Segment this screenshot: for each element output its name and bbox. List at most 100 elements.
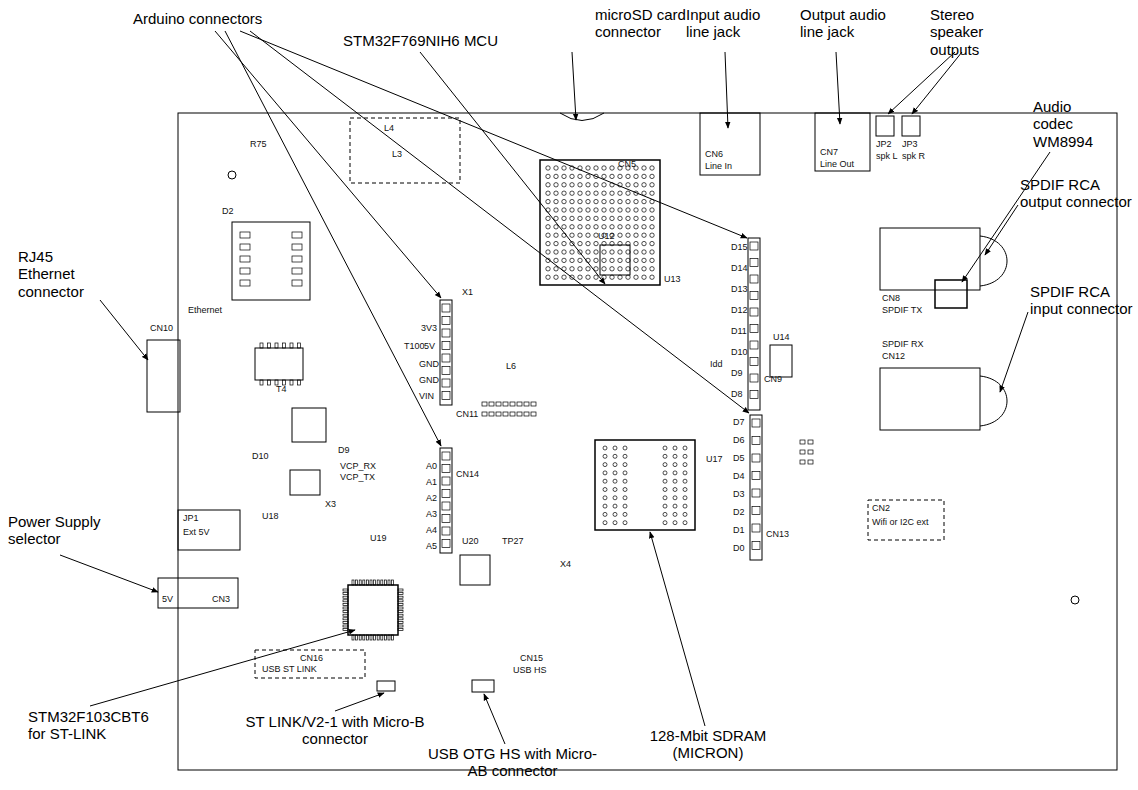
- pad: [384, 580, 386, 585]
- bga-ball: [673, 512, 677, 516]
- silkscreen-label: U18: [262, 512, 279, 522]
- bga-ball: [594, 233, 598, 237]
- silkscreen-label: L3: [392, 150, 402, 160]
- bga-ball: [546, 233, 550, 237]
- bga-ball: [578, 174, 582, 178]
- silkscreen-label: VIN: [419, 392, 434, 402]
- silkscreen-label: A3: [426, 510, 437, 520]
- silkscreen-label: U19: [370, 534, 387, 544]
- bga-ball: [673, 504, 677, 508]
- bga-ball: [562, 275, 566, 279]
- bga-ball: [650, 216, 654, 220]
- silkscreen-label: U12: [598, 232, 615, 242]
- bga-ball: [554, 258, 558, 262]
- bga-ball: [613, 496, 617, 500]
- silkscreen-label: R75: [250, 140, 267, 150]
- pad: [442, 452, 450, 460]
- bga-ball: [578, 275, 582, 279]
- bga-ball: [603, 521, 607, 525]
- silkscreen-label: CN3: [212, 595, 230, 605]
- pad: [800, 450, 805, 454]
- microsd-notch: [560, 113, 604, 121]
- pad: [517, 412, 522, 416]
- silkscreen-label: D10: [731, 348, 748, 358]
- callout-label: Audio codec WM8994: [1033, 98, 1108, 150]
- silkscreen-label: Ethernet: [188, 306, 222, 316]
- pad: [496, 402, 501, 406]
- pad: [517, 402, 522, 406]
- silkscreen-label: A5: [426, 542, 437, 552]
- bga-ball: [663, 488, 667, 492]
- bga-ball: [570, 199, 574, 203]
- leader-line: [420, 52, 605, 284]
- pad: [292, 244, 302, 250]
- silkscreen-label: 3V3: [421, 324, 437, 334]
- pad: [750, 374, 758, 382]
- pad: [343, 593, 348, 595]
- silkscreen-label: CN8: [882, 294, 900, 304]
- bga-ball: [562, 258, 566, 262]
- silkscreen-label: CN16: [300, 654, 323, 664]
- leader-line: [962, 152, 1050, 282]
- bga-ball: [618, 225, 622, 229]
- bga-ball: [626, 208, 630, 212]
- pad: [343, 618, 348, 620]
- bga-ball: [602, 250, 606, 254]
- silkscreen-label: D6: [733, 436, 745, 446]
- pad: [531, 402, 536, 406]
- bga-ball: [586, 208, 590, 212]
- callout-label: ST LINK/V2-1 with Micro-B connector: [245, 713, 425, 748]
- silkscreen-label: X3: [325, 500, 336, 510]
- bga-ball: [603, 463, 607, 467]
- pad: [374, 635, 376, 640]
- bga-ball: [634, 225, 638, 229]
- bga-ball: [626, 241, 630, 245]
- silkscreen-label: CN9: [764, 375, 782, 385]
- bga-ball: [634, 183, 638, 187]
- bga-ball: [594, 225, 598, 229]
- pad: [292, 280, 302, 286]
- pad: [398, 629, 403, 631]
- silkscreen-label: L4: [384, 124, 394, 134]
- pad: [240, 244, 250, 250]
- silkscreen-label: D4: [733, 472, 745, 482]
- pad: [374, 580, 376, 585]
- callout-label: Stereo speaker outputs: [930, 6, 1010, 58]
- power-selector: [158, 578, 238, 608]
- bga-ball: [602, 267, 606, 271]
- pad: [510, 412, 515, 416]
- regulator: [292, 408, 326, 442]
- bga-ball: [623, 521, 627, 525]
- pad: [343, 629, 348, 631]
- silkscreen-label: D2: [222, 207, 234, 217]
- pad: [752, 419, 760, 427]
- bga-ball: [603, 504, 607, 508]
- bga-ball: [642, 241, 646, 245]
- pad: [510, 402, 515, 406]
- bga-ball: [610, 166, 614, 170]
- pad: [363, 580, 365, 585]
- silkscreen-label: GND: [419, 360, 439, 370]
- header-cn14: [440, 448, 452, 553]
- bga-ball: [650, 267, 654, 271]
- bga-ball: [594, 216, 598, 220]
- silkscreen-label: Line In: [705, 162, 732, 172]
- pad: [750, 358, 758, 366]
- bga-ball: [610, 267, 614, 271]
- pad: [388, 635, 390, 640]
- bga-ball: [546, 199, 550, 203]
- bga-ball: [626, 191, 630, 195]
- bga-ball: [578, 258, 582, 262]
- bga-ball: [683, 463, 687, 467]
- bga-ball: [603, 512, 607, 516]
- phy-chip: [255, 348, 303, 380]
- pad: [381, 635, 383, 640]
- bga-ball: [642, 208, 646, 212]
- bga-ball: [586, 275, 590, 279]
- bga-ball: [554, 275, 558, 279]
- bga-ball: [623, 488, 627, 492]
- bga-ball: [623, 463, 627, 467]
- bga-ball: [546, 275, 550, 279]
- pad: [398, 614, 403, 616]
- bga-ball: [594, 183, 598, 187]
